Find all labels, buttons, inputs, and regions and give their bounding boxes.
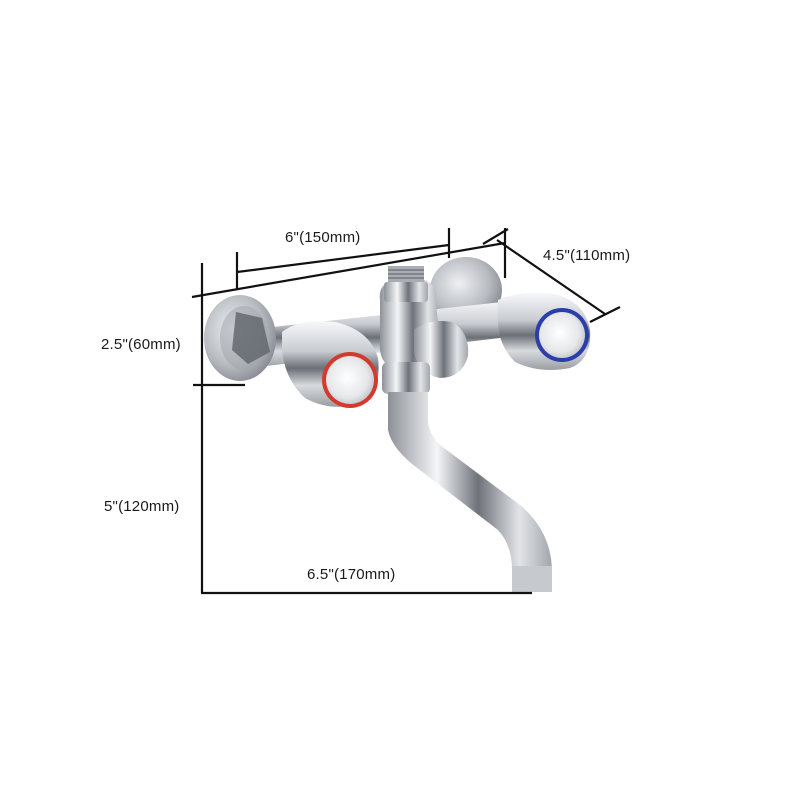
depth-label: 4.5"(110mm) [543, 247, 631, 264]
width-label: 6"(150mm) [285, 229, 361, 246]
spout-tube [388, 392, 552, 592]
width-dimension-line [236, 243, 450, 274]
spout-height-label: 5"(120mm) [104, 498, 180, 515]
spout-collar [382, 362, 430, 394]
handle-height-label: 2.5"(60mm) [101, 336, 181, 353]
cold-handle-cap [539, 312, 585, 358]
depth-dimension-line [496, 239, 606, 315]
spout-reach-label: 6.5"(170mm) [307, 566, 396, 583]
shower-outlet-thread [388, 266, 424, 284]
dimension-lines [191, 228, 621, 595]
hot-handle-cap [326, 356, 374, 404]
faucet-illustration [204, 257, 591, 592]
top-reference-line [191, 241, 506, 299]
